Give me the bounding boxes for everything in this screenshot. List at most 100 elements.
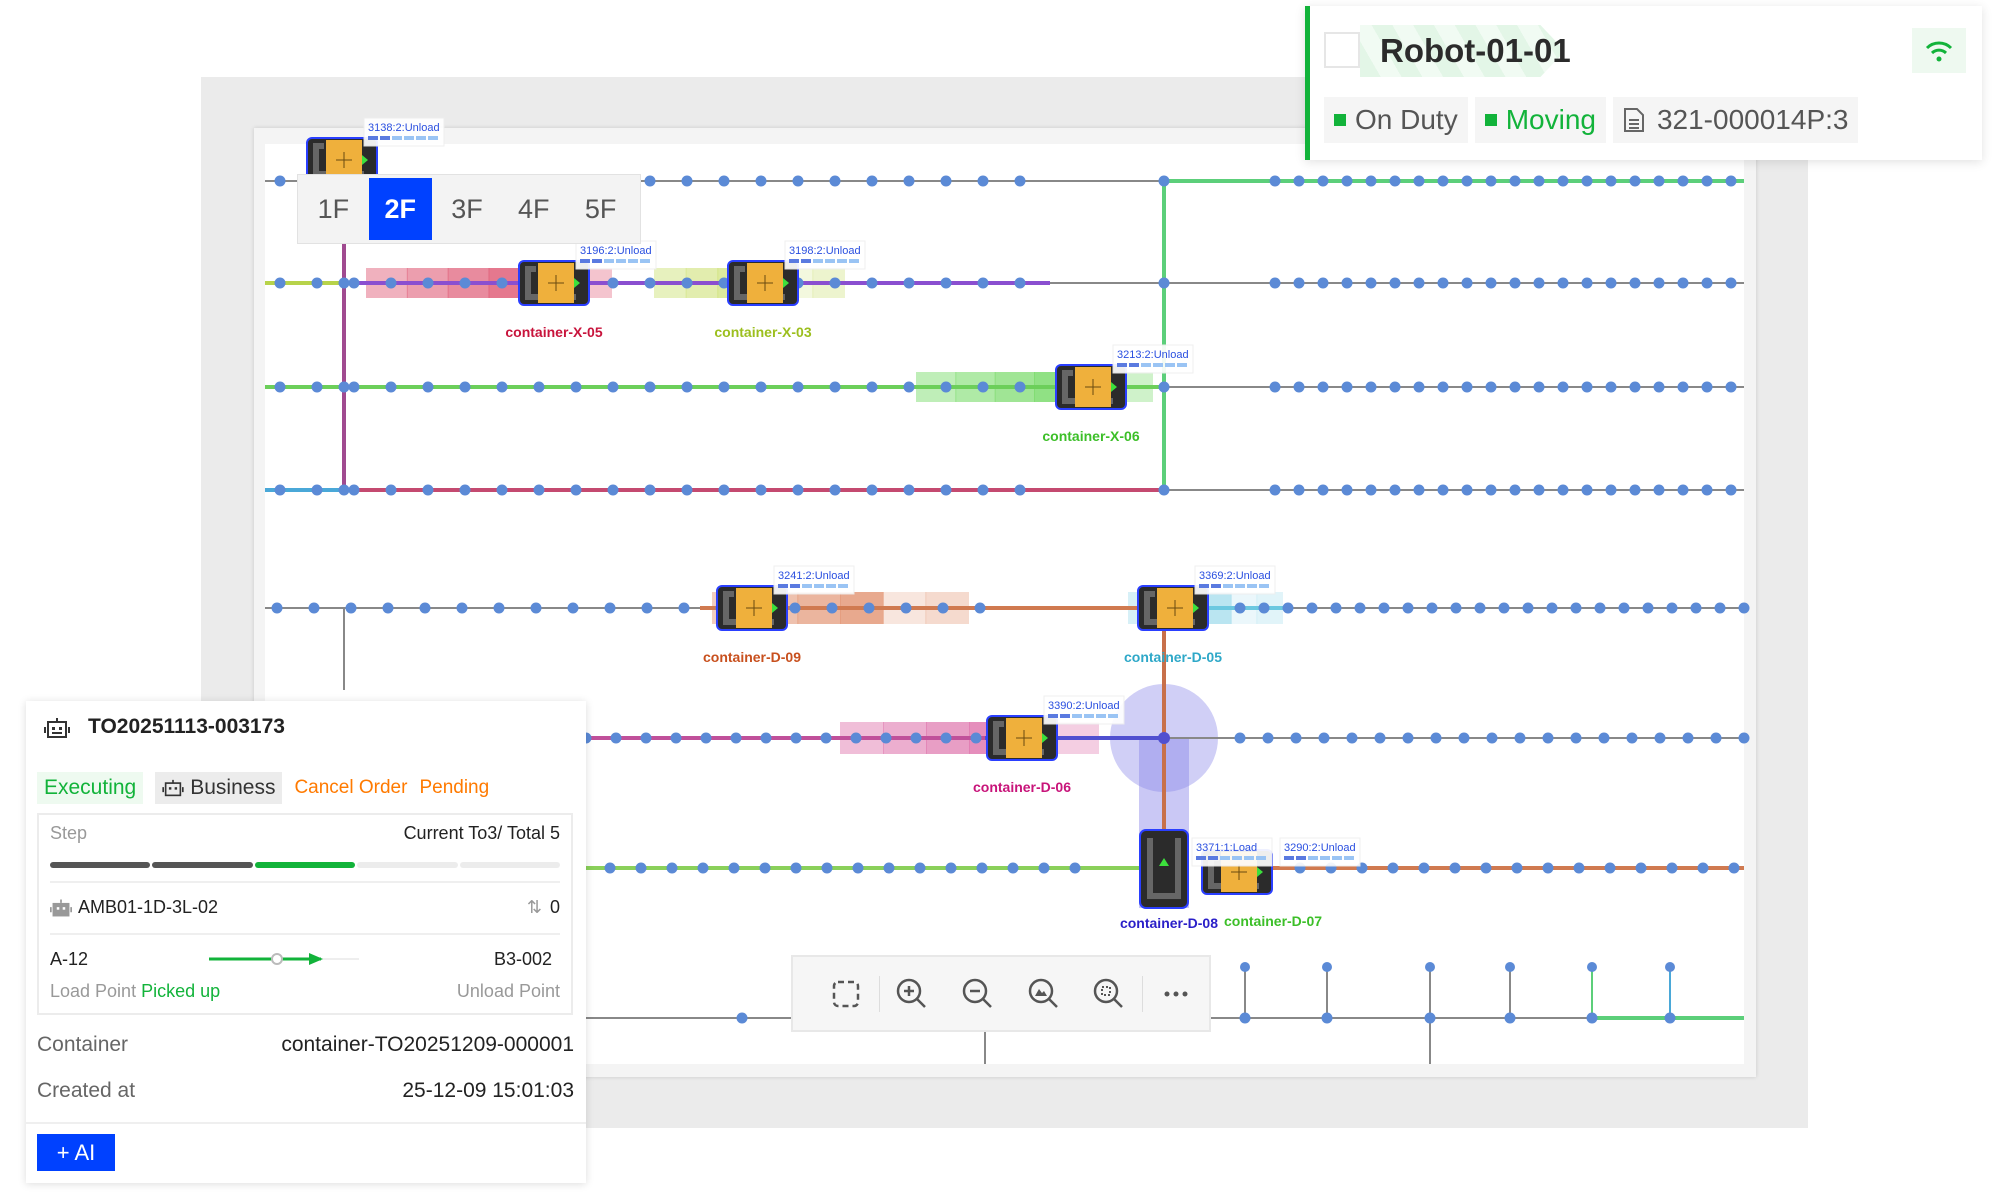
map-node bbox=[1605, 381, 1617, 393]
zoom-region-icon[interactable] bbox=[1077, 964, 1143, 1024]
map-node bbox=[977, 381, 989, 393]
map-node bbox=[903, 277, 915, 289]
container-value: container-TO20251209-000001 bbox=[281, 1033, 574, 1056]
zoom-out-icon[interactable] bbox=[945, 964, 1011, 1024]
floor-4f[interactable]: 4F bbox=[518, 193, 550, 224]
map-node bbox=[1234, 602, 1246, 614]
robot-marker[interactable] bbox=[716, 585, 788, 631]
task-label: 3198:2:Unload bbox=[789, 245, 861, 257]
map-node bbox=[1158, 381, 1170, 393]
map-node bbox=[1038, 862, 1050, 874]
map-node bbox=[1635, 862, 1647, 874]
map-node bbox=[1605, 484, 1617, 496]
floor-5f[interactable]: 5F bbox=[584, 193, 617, 224]
map-node bbox=[644, 277, 656, 289]
map-node bbox=[338, 381, 350, 393]
map-node bbox=[1158, 175, 1170, 187]
box-select-icon[interactable] bbox=[813, 964, 879, 1024]
map-node bbox=[1522, 602, 1534, 614]
map-node bbox=[1581, 484, 1593, 496]
map-node bbox=[385, 484, 397, 496]
map-node bbox=[1269, 277, 1281, 289]
map-node bbox=[459, 484, 471, 496]
zoom-in-icon[interactable] bbox=[880, 964, 946, 1024]
map-node bbox=[1413, 175, 1425, 187]
zoom-fit-image-icon[interactable] bbox=[1011, 964, 1077, 1024]
map-node bbox=[1605, 175, 1617, 187]
map-node bbox=[1354, 602, 1366, 614]
robot-card: Robot-01-01 On Duty Moving 321-000014P:3 bbox=[1305, 6, 1982, 160]
map-node bbox=[666, 862, 678, 874]
map-node bbox=[1402, 732, 1414, 744]
floor-2f[interactable]: 2F bbox=[368, 178, 432, 240]
robot-marker[interactable] bbox=[1137, 585, 1209, 631]
map-node bbox=[570, 381, 582, 393]
map-node bbox=[644, 484, 656, 496]
map-node bbox=[1014, 381, 1026, 393]
map-node bbox=[567, 602, 579, 614]
map-node bbox=[1461, 175, 1473, 187]
map-node bbox=[1598, 732, 1610, 744]
map-node bbox=[1374, 732, 1386, 744]
robot-marker[interactable] bbox=[306, 137, 378, 183]
map-node bbox=[866, 381, 878, 393]
map-node bbox=[1234, 732, 1246, 744]
robot-marker[interactable] bbox=[1055, 364, 1127, 410]
map-node bbox=[940, 381, 952, 393]
load-point-code: A-12 bbox=[50, 949, 89, 969]
map-node bbox=[1677, 277, 1689, 289]
map-node bbox=[530, 602, 542, 614]
floor-1f[interactable]: 1F bbox=[317, 193, 350, 224]
map-node bbox=[1069, 862, 1081, 874]
map-node bbox=[1365, 484, 1377, 496]
map-node bbox=[940, 277, 952, 289]
add-ai-button[interactable]: + AI bbox=[37, 1134, 115, 1171]
map-node bbox=[1714, 602, 1726, 614]
map-node bbox=[1293, 381, 1305, 393]
robot-marker[interactable] bbox=[986, 715, 1058, 761]
map-node bbox=[1570, 732, 1582, 744]
map-node bbox=[829, 381, 841, 393]
map-node bbox=[1306, 602, 1318, 614]
robot-select-checkbox[interactable] bbox=[1324, 32, 1360, 68]
map-node bbox=[1629, 277, 1641, 289]
map-node bbox=[1014, 175, 1026, 187]
cancel-order-link[interactable]: Cancel Order bbox=[294, 777, 408, 798]
map-node bbox=[1437, 381, 1449, 393]
map-node bbox=[1514, 732, 1526, 744]
map-node bbox=[1389, 381, 1401, 393]
floor-3f[interactable]: 3F bbox=[451, 193, 483, 224]
map-node bbox=[1239, 1012, 1251, 1024]
task-ref-tag[interactable]: 321-000014P:3 bbox=[1612, 97, 1859, 143]
robot-marker[interactable] bbox=[518, 260, 590, 306]
map-node bbox=[1341, 277, 1353, 289]
map-node bbox=[1573, 862, 1585, 874]
more-icon[interactable] bbox=[1143, 964, 1209, 1024]
map-node bbox=[1664, 1012, 1676, 1024]
map-node bbox=[493, 602, 505, 614]
map-node bbox=[910, 732, 922, 744]
map-node bbox=[1458, 732, 1470, 744]
map-node bbox=[866, 175, 878, 187]
map-node bbox=[338, 484, 350, 496]
map-node bbox=[1317, 484, 1329, 496]
map-node bbox=[976, 862, 988, 874]
robot-marker[interactable] bbox=[1139, 829, 1189, 909]
map-node bbox=[792, 484, 804, 496]
step-progress-bar bbox=[50, 862, 561, 868]
map-node bbox=[1424, 1012, 1436, 1024]
map-node bbox=[274, 381, 286, 393]
map-node bbox=[1461, 277, 1473, 289]
map-node bbox=[1269, 484, 1281, 496]
map-node bbox=[1317, 277, 1329, 289]
robot-marker[interactable] bbox=[727, 260, 799, 306]
map-node bbox=[681, 175, 693, 187]
map-node bbox=[385, 381, 397, 393]
map-node bbox=[718, 381, 730, 393]
map-node bbox=[1690, 602, 1702, 614]
task-badge: 3369:2:Unload bbox=[1194, 565, 1276, 595]
map-node bbox=[1418, 862, 1430, 874]
map-node bbox=[1485, 484, 1497, 496]
